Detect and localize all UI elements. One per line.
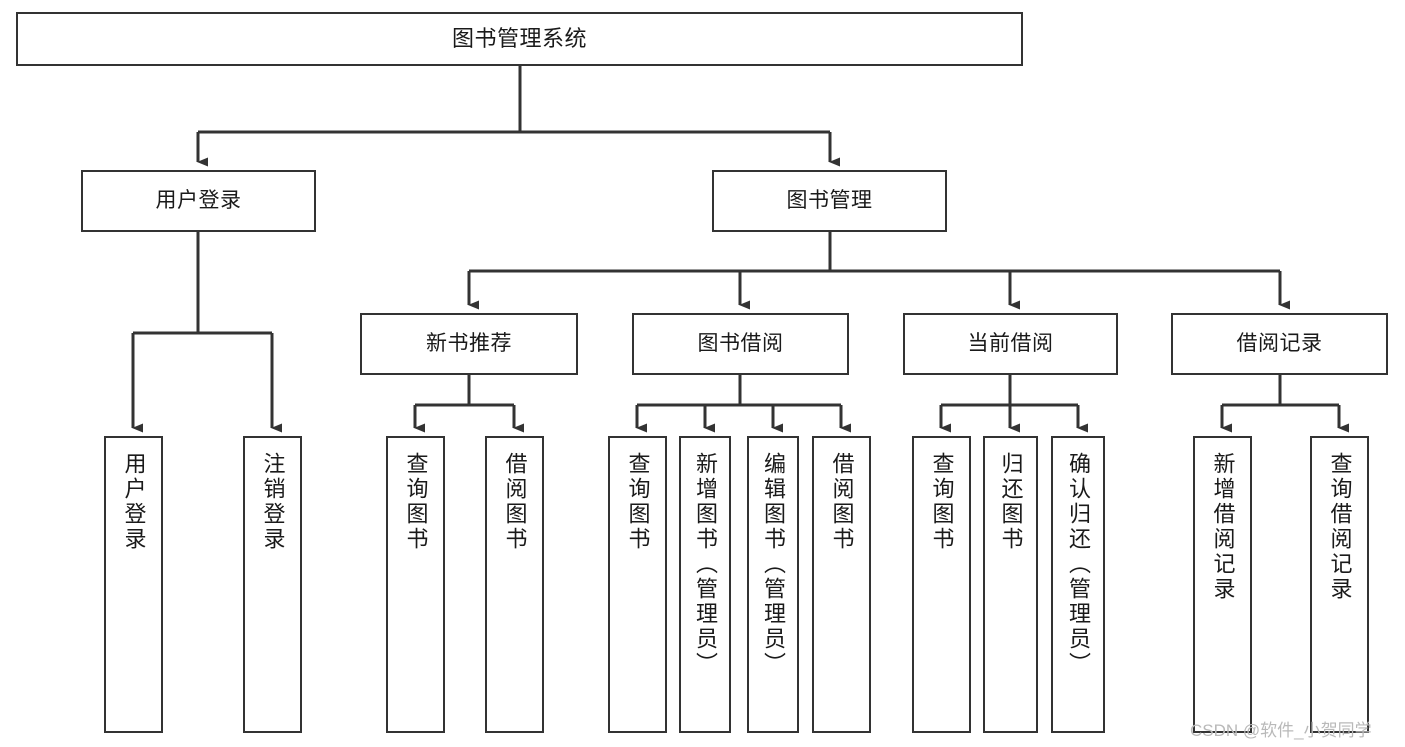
node-borrow-record[interactable]: 借阅记录 [1171, 313, 1388, 375]
node-book-borrow-label: 图书借阅 [697, 331, 784, 355]
node-leaf-add-record-label: 新增借阅记录 [1210, 452, 1236, 602]
node-leaf-query-book-1-label: 查询图书 [403, 452, 429, 552]
node-leaf-user-logout-label: 注销登录 [260, 452, 286, 552]
node-leaf-borrow-book-2-label: 借阅图书 [829, 452, 855, 552]
node-leaf-query-book-3-label: 查询图书 [929, 452, 955, 552]
node-leaf-confirm-return[interactable]: 确认归还（管理员） [1051, 436, 1105, 733]
node-leaf-return-book-label: 归还图书 [998, 452, 1024, 552]
node-leaf-edit-book[interactable]: 编辑图书（管理员） [747, 436, 799, 733]
node-leaf-query-book-1[interactable]: 查询图书 [386, 436, 445, 733]
node-new-book-recommend-label: 新书推荐 [426, 331, 512, 355]
csdn-watermark: CSDN @软件_小贺同学 [1190, 716, 1372, 741]
node-root-label: 图书管理系统 [451, 26, 587, 52]
node-leaf-user-login-label: 用户登录 [121, 452, 147, 552]
node-leaf-borrow-book-2[interactable]: 借阅图书 [812, 436, 871, 733]
node-leaf-borrow-book-1-label: 借阅图书 [502, 452, 528, 552]
node-leaf-add-book[interactable]: 新增图书（管理员） [679, 436, 731, 733]
node-leaf-query-record[interactable]: 查询借阅记录 [1310, 436, 1369, 733]
node-leaf-query-book-3[interactable]: 查询图书 [912, 436, 971, 733]
node-book-manage[interactable]: 图书管理 [712, 170, 947, 232]
node-user-login-label: 用户登录 [155, 188, 242, 212]
node-leaf-query-record-label: 查询借阅记录 [1327, 452, 1353, 602]
node-current-borrow-label: 当前借阅 [967, 331, 1054, 355]
node-leaf-query-book-2-label: 查询图书 [625, 452, 651, 552]
node-user-login[interactable]: 用户登录 [81, 170, 316, 232]
node-leaf-return-book[interactable]: 归还图书 [983, 436, 1038, 733]
node-book-manage-label: 图书管理 [786, 188, 873, 212]
node-current-borrow[interactable]: 当前借阅 [903, 313, 1118, 375]
node-leaf-query-book-2[interactable]: 查询图书 [608, 436, 667, 733]
node-root[interactable]: 图书管理系统 [16, 12, 1023, 66]
node-leaf-edit-book-label: 编辑图书（管理员） [761, 452, 786, 677]
node-leaf-add-book-label: 新增图书（管理员） [693, 452, 718, 677]
node-leaf-confirm-return-label: 确认归还（管理员） [1066, 452, 1091, 677]
csdn-watermark-text: CSDN @软件_小贺同学 [1190, 721, 1372, 740]
node-leaf-add-record[interactable]: 新增借阅记录 [1193, 436, 1252, 733]
node-new-book-recommend[interactable]: 新书推荐 [360, 313, 578, 375]
node-borrow-record-label: 借阅记录 [1236, 331, 1323, 355]
node-leaf-user-login[interactable]: 用户登录 [104, 436, 163, 733]
node-leaf-user-logout[interactable]: 注销登录 [243, 436, 302, 733]
node-book-borrow[interactable]: 图书借阅 [632, 313, 849, 375]
node-leaf-borrow-book-1[interactable]: 借阅图书 [485, 436, 544, 733]
